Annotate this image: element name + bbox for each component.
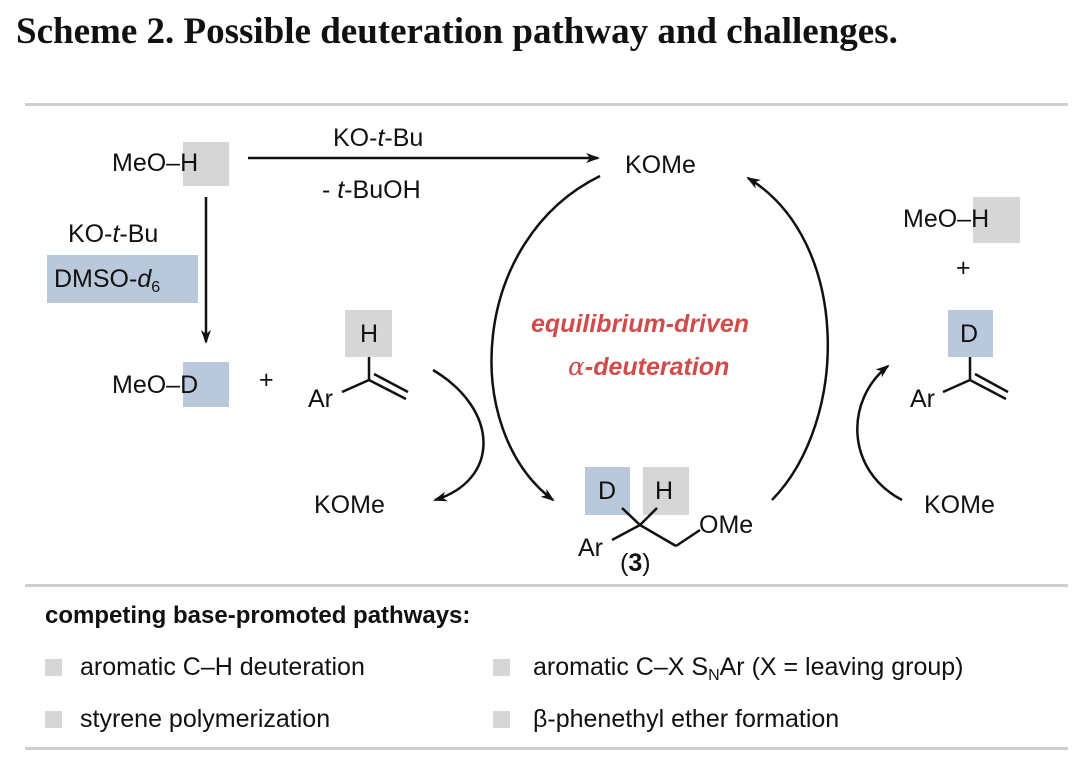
solvent-highlight bbox=[47, 255, 198, 303]
product-h: H bbox=[655, 477, 674, 505]
cycle-label-line2: α-deuteration bbox=[568, 352, 730, 381]
cycle-arc-left bbox=[490, 174, 601, 502]
solvent-dmso-d6: DMSO-d6 bbox=[54, 265, 161, 296]
product-co-bond bbox=[675, 528, 701, 548]
product-ome: OMe bbox=[699, 511, 754, 539]
reagent-kotbu-top: KO-t-Bu bbox=[333, 124, 424, 152]
bottom-divider bbox=[25, 747, 1068, 750]
product-d: D bbox=[598, 477, 617, 505]
reagent-kotbu-left: KO-t-Bu bbox=[68, 220, 159, 248]
product-h-highlight bbox=[643, 467, 689, 515]
pathway-item: styrene polymerization bbox=[80, 705, 331, 733]
styrene-double-bond-b bbox=[373, 372, 409, 394]
right-double-bond-a bbox=[969, 378, 1007, 401]
arc-release-komethoxide bbox=[432, 368, 485, 502]
product-compound-number: (3) bbox=[620, 549, 651, 577]
product-ar: Ar bbox=[578, 534, 603, 562]
product-cd-bond bbox=[621, 507, 641, 526]
h-highlight bbox=[183, 142, 229, 186]
right-h-highlight bbox=[973, 197, 1020, 243]
komethoxide-left: KOMe bbox=[314, 491, 385, 519]
right-ar-bond bbox=[942, 378, 971, 394]
figure-title: Scheme 2. Possible deuteration pathway a… bbox=[16, 11, 898, 52]
right-d-highlight bbox=[948, 310, 993, 357]
komethoxide-right: KOMe bbox=[924, 491, 995, 519]
product-ch-bond bbox=[639, 507, 658, 526]
styrene-ar: Ar bbox=[308, 385, 333, 413]
right-styrene-d: D bbox=[960, 320, 979, 348]
bullet-square bbox=[493, 659, 510, 676]
plus-right: + bbox=[956, 254, 971, 282]
cycle-label-line1: equilibrium-driven bbox=[531, 310, 750, 338]
styrene-h-highlight bbox=[345, 310, 392, 357]
styrene-ar-bond bbox=[341, 378, 370, 394]
top-divider bbox=[25, 103, 1068, 106]
styrene-double-bond-a bbox=[368, 378, 407, 401]
plus-left: + bbox=[259, 366, 274, 394]
middle-divider bbox=[25, 584, 1068, 587]
bullet-square bbox=[45, 659, 62, 676]
right-styrene-ar: Ar bbox=[910, 385, 935, 413]
pathway-item: aromatic C–H deuteration bbox=[80, 653, 365, 681]
bullet-square bbox=[45, 711, 62, 728]
komethoxide-top: KOMe bbox=[625, 151, 696, 179]
pathway-item: aromatic C–X SNAr (X = leaving group) bbox=[533, 653, 964, 684]
styrene-h: H bbox=[360, 320, 379, 348]
cycle-arc-right bbox=[746, 176, 830, 501]
product-d-highlight bbox=[585, 467, 630, 515]
pathways-heading: competing base-promoted pathways: bbox=[45, 602, 471, 629]
d-highlight bbox=[183, 362, 229, 407]
product-cc-bond bbox=[639, 523, 677, 548]
arc-release-styrene bbox=[856, 364, 903, 502]
meoh-label: MeO–H bbox=[112, 149, 199, 177]
right-meoh-label: MeO–H bbox=[903, 205, 990, 233]
byproduct-tbuoh: - t-BuOH bbox=[322, 176, 421, 204]
right-double-bond-b bbox=[974, 372, 1009, 394]
pathway-item: β-phenethyl ether formation bbox=[533, 705, 840, 733]
bullet-square bbox=[493, 711, 510, 728]
product-ar-bond bbox=[611, 523, 641, 542]
meod-label: MeO–D bbox=[112, 371, 199, 399]
